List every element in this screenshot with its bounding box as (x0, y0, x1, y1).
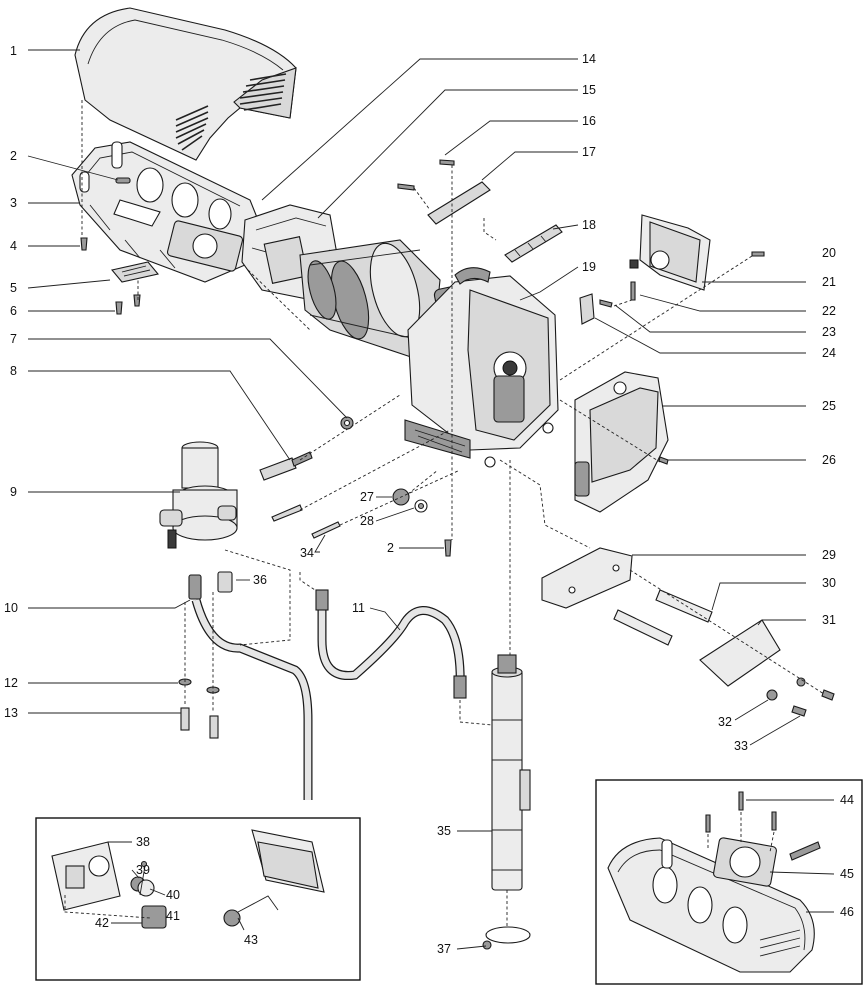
callout-38: 38 (136, 835, 150, 849)
callout-22: 22 (822, 304, 836, 318)
part-35-pump-cylinder (491, 654, 531, 891)
part-nut-b (796, 677, 806, 687)
callout-17: 17 (582, 145, 596, 159)
callout-27: 27 (360, 490, 374, 504)
part-30-rod (655, 589, 713, 623)
part-6-screw (115, 301, 123, 315)
part-22-bolt (630, 281, 636, 301)
callout-29: 29 (822, 548, 836, 562)
callout-21: 21 (822, 275, 836, 289)
callout-46: 46 (840, 905, 854, 919)
callout-23: 23 (822, 325, 836, 339)
part-29-mount-bracket (541, 547, 633, 609)
part-8-valve (259, 457, 297, 481)
part-26-screw (658, 456, 669, 465)
inset-control-box-parts (51, 829, 325, 929)
callout-9: 9 (10, 485, 17, 499)
part-16-screw (439, 159, 455, 166)
part-23-screw (599, 299, 613, 308)
leader-lines (27, 49, 806, 950)
inset-fan-housing-parts (607, 791, 821, 973)
part-13-bolt-b (209, 715, 219, 739)
part-19-gear-housing (404, 267, 559, 468)
callout-19: 19 (582, 260, 596, 274)
callout-40: 40 (166, 888, 180, 902)
inset-fan-housing (595, 779, 863, 985)
callout-41: 41 (166, 909, 180, 923)
part-4-screw (80, 237, 88, 251)
callout-16: 16 (582, 114, 596, 128)
part-5-filter-plate (110, 261, 160, 283)
part-13-bolt (180, 707, 190, 731)
callout-43: 43 (244, 933, 258, 947)
callout-4: 4 (10, 239, 17, 253)
part-2-screw-lower (444, 539, 452, 557)
callout-33: 33 (734, 739, 748, 753)
part-1-top-cover (74, 7, 297, 161)
callout-20: 20 (822, 246, 836, 260)
callout-34: 34 (300, 546, 314, 560)
callout-13: 13 (4, 706, 18, 720)
callout-35: 35 (437, 824, 451, 838)
callout-8: 8 (10, 364, 17, 378)
part-17-bracket (427, 181, 491, 225)
callout-2-lower: 2 (387, 541, 394, 555)
part-bolt-upper (271, 504, 303, 522)
callout-7: 7 (10, 332, 17, 346)
callout-36: 36 (253, 573, 267, 587)
part-3-lower-shroud (71, 141, 263, 283)
part-bolt-c (821, 689, 835, 701)
callout-26: 26 (822, 453, 836, 467)
part-17-screw (397, 183, 415, 191)
part-32-nut (766, 689, 778, 701)
part-9-manifold (159, 441, 238, 549)
callout-18: 18 (582, 218, 596, 232)
callout-labels: 1 2 3 4 5 6 7 8 9 10 11 12 13 14 15 16 1… (4, 44, 854, 956)
inset-control-box-leaders (108, 841, 245, 931)
callout-37: 37 (437, 942, 451, 956)
part-18-bracket (504, 224, 563, 263)
part-33-bolt (791, 705, 807, 717)
callout-42: 42 (95, 916, 109, 930)
callout-39: 39 (136, 863, 150, 877)
callout-3: 3 (10, 196, 17, 210)
callout-24: 24 (822, 346, 836, 360)
part-6-screw-b (133, 294, 141, 307)
inset-fan-housing-leaders (746, 799, 835, 913)
callout-5: 5 (10, 281, 17, 295)
part-2-screw-upper (115, 177, 131, 184)
part-21-control-panel (629, 214, 711, 291)
callout-25: 25 (822, 399, 836, 413)
callout-2-upper: 2 (10, 149, 17, 163)
callout-15: 15 (582, 83, 596, 97)
part-36-fitting (217, 571, 233, 593)
callout-11: 11 (352, 601, 365, 615)
callout-28: 28 (360, 514, 374, 528)
part-30-rod-b (613, 609, 673, 646)
callout-31: 31 (822, 613, 836, 627)
assembly-lines (81, 100, 825, 928)
part-24-clip (579, 293, 595, 325)
callout-12: 12 (4, 676, 18, 690)
part-34-bolt (311, 521, 341, 539)
part-37-clamp (485, 926, 531, 944)
callout-6: 6 (10, 304, 17, 318)
callout-30: 30 (822, 576, 836, 590)
callout-1: 1 (10, 44, 17, 58)
callout-45: 45 (840, 867, 854, 881)
callout-32: 32 (718, 715, 732, 729)
part-25-front-cover (574, 371, 669, 513)
callout-44: 44 (840, 793, 854, 807)
callout-10: 10 (4, 601, 18, 615)
part-20-screw (751, 251, 765, 257)
part-10-suction-hose (191, 598, 313, 800)
inset-control-box (35, 817, 361, 981)
part-31-plate (699, 619, 781, 687)
callout-14: 14 (582, 52, 596, 66)
